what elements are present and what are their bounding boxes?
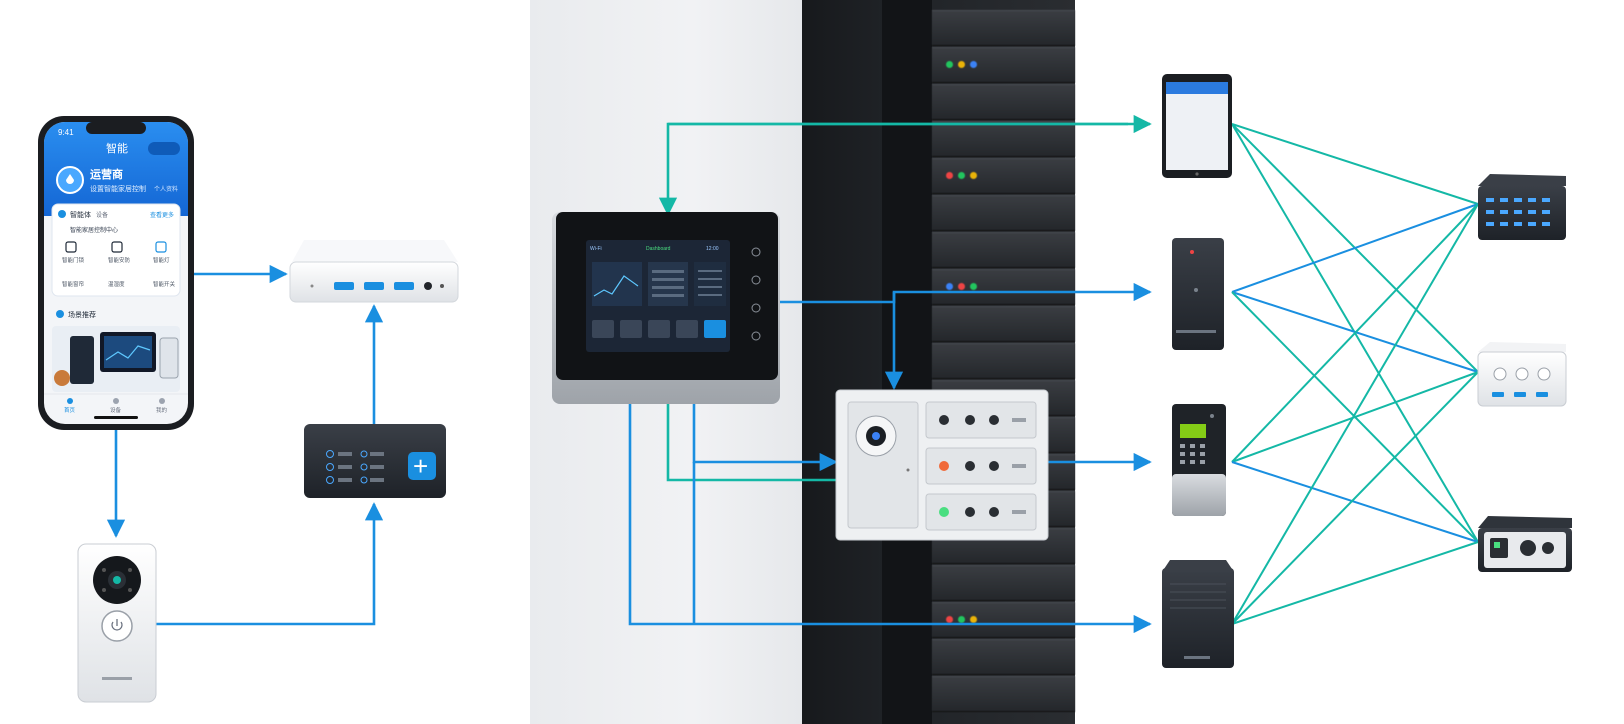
water-drop-icon [66,174,74,184]
usb-port [334,282,354,290]
rack-led [958,61,965,68]
mini-server[interactable] [1162,560,1234,668]
rack-rail [882,0,932,724]
tablet[interactable] [1162,74,1232,178]
rack-unit [932,158,1075,194]
connections [106,114,1479,634]
rack-led [958,283,965,290]
phone-header-title: 智能 [106,141,128,155]
rack-unit [932,306,1075,342]
panel-header: Dashboard [646,246,671,252]
panel-tile [620,320,642,338]
usb-port [394,282,414,290]
phone-status-time: 9:41 [58,128,74,137]
rack-unit [932,121,1075,157]
rack-unit [932,84,1075,120]
usb-port [364,282,384,290]
rack-led [946,616,953,623]
phone-icon-label-1: 智能门锁 [62,256,85,264]
phone-card-tag: 设备 [96,211,108,219]
rack-unit [932,676,1075,712]
phone-notch [86,122,146,134]
rack-unit [932,343,1075,379]
rack-led [970,616,977,623]
phone-icon-label-4: 智能窗帘 [62,280,85,288]
rack-unit [932,602,1075,638]
phone-profile-sub: 设置智能家居控制 [90,184,146,193]
phone-icon-label-5: 温湿度 [108,280,125,288]
phone-profile-link: 个人资料 [154,185,178,193]
rack-led [958,616,965,623]
rack-led [970,283,977,290]
panel-time: 12:00 [706,246,719,252]
phone-device-card [51,203,181,297]
rack-led [946,61,953,68]
phone-nav-home: 首页 [64,406,76,414]
switch-control-panel[interactable] [835,389,1049,541]
shield-icon [111,241,123,253]
link-panel-server [628,368,1152,634]
rack-unit [932,47,1075,83]
video-doorbell[interactable] [77,543,157,703]
multi-port-hub[interactable] [1477,342,1567,407]
phone-icon-label-2: 智能安防 [108,256,131,264]
rack-unit [932,10,1075,46]
phone-nav-me: 我的 [156,406,168,414]
control-box[interactable]: + [304,424,446,498]
panel-tile [592,320,614,338]
panel-tile-active [704,320,726,338]
rack-led [946,172,953,179]
wall-touch-panel[interactable]: Wi-Fi Dashboard 12:00 [552,212,780,404]
lock-icon [65,241,77,253]
phone-icon-label-6: 智能开关 [153,280,176,288]
link-tablet-panel [658,122,1128,216]
phone-card-subtitle: 智能家居控制中心 [70,226,118,234]
rack-unit [932,639,1075,675]
phone-nav-devices: 设备 [110,406,122,414]
link-panel-tower [780,282,1152,304]
plus-icon: + [413,451,428,481]
rack-led [946,283,953,290]
panel-wifi-label: Wi-Fi [590,246,602,252]
rack-led [970,61,977,68]
audio-interface[interactable] [1478,516,1572,572]
rack-unit [932,232,1075,268]
mesh-links [1231,123,1479,625]
rack-led [958,172,965,179]
phone-profile-name: 运营商 [90,167,123,181]
phone-card-title: 智能体 [70,210,91,219]
rack-led [970,172,977,179]
keypad-box[interactable] [1478,174,1566,240]
smartphone-app[interactable]: 9:41 智能 运营商 设置智能家居控制 个人资料 智能体 设备 查看更多 智能… [38,116,194,430]
server-rack-background [802,0,1075,724]
phone-card-link: 查看更多 [150,211,174,219]
phone-icon-label-3: 智能灯 [153,256,170,264]
bulb-icon [155,241,167,253]
panel-tile [648,320,670,338]
phone-icon-grid: 智能门锁 智能安防 智能灯 智能窗帘 温湿度 智能开关 [62,241,176,288]
panel-tile [676,320,698,338]
access-keypad[interactable] [1172,404,1226,516]
phone-menu-pill [148,142,180,155]
phone-section2-title: 场景推荐 [68,310,96,319]
power-icon [111,621,123,631]
rack-unit [932,195,1075,231]
rack-unit [932,269,1075,305]
rack-unit [932,565,1075,601]
link-doorbell-box [156,502,384,626]
tower-unit[interactable] [1172,238,1224,350]
phone-preview-image [52,326,180,392]
usb-hub[interactable] [289,240,459,303]
